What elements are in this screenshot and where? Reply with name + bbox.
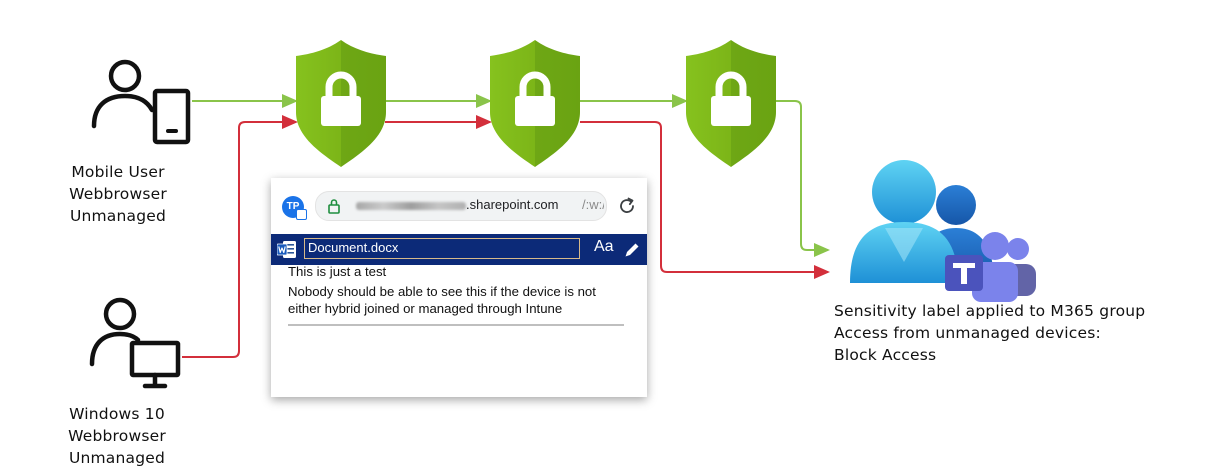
allowed-flow-lines — [192, 94, 830, 257]
windows-user-label-line-1: Windows 10 — [69, 405, 165, 423]
target-label: Sensitivity label applied to M365 group … — [834, 300, 1145, 366]
browser-address-row: TP .sharepoint.com /:w:/r/s — [271, 178, 647, 234]
target-label-line-3: Block Access — [834, 346, 937, 364]
target-label-line-1: Sensitivity label applied to M365 group — [834, 302, 1146, 320]
reload-icon[interactable] — [617, 196, 637, 216]
policy-shields — [296, 40, 776, 167]
shield-2-to-target-blocked — [580, 121, 830, 279]
document-line-3: either hybrid joined or managed through … — [288, 301, 563, 316]
word-toolbar: Document.docx Aa — [271, 234, 647, 265]
word-logo-icon — [277, 241, 296, 258]
font-size-button[interactable]: Aa — [594, 238, 614, 255]
windows-to-shield-1 — [182, 115, 298, 358]
mobile-user-icon — [91, 59, 191, 145]
lock-icon — [328, 199, 340, 214]
teams-group-icon — [850, 160, 1036, 302]
mobile-user-label-line-1: Mobile User — [71, 163, 165, 181]
url-path: /:w:/r/s — [582, 197, 604, 212]
browser-screenshot: TP .sharepoint.com /:w:/r/s Docum — [271, 178, 647, 397]
windows-user-label-line-3: Unmanaged — [68, 449, 166, 467]
lock-shield-icon — [490, 40, 580, 167]
document-line-1: This is just a test — [288, 264, 387, 279]
pencil-edit-icon[interactable] — [623, 241, 641, 259]
url-domain: .sharepoint.com — [466, 197, 559, 212]
windows-user-label: Windows 10 Webbrowser Unmanaged — [57, 403, 177, 469]
document-divider — [288, 324, 624, 326]
mobile-user-label: Mobile User Webbrowser Unmanaged — [58, 161, 178, 227]
shield-3-to-target — [775, 100, 830, 257]
profile-avatar[interactable]: TP — [282, 196, 307, 220]
mobile-user-label-line-3: Unmanaged — [69, 207, 167, 225]
desktop-user-icon — [89, 297, 181, 389]
lock-shield-icon — [296, 40, 386, 167]
avatar-lock-badge-icon — [296, 209, 307, 220]
windows-user-label-line-2: Webbrowser — [68, 427, 166, 445]
document-name-field[interactable]: Document.docx — [304, 238, 580, 259]
blocked-flow-lines — [182, 115, 830, 358]
lock-shield-icon — [686, 40, 776, 167]
document-line-2: Nobody should be able to see this if the… — [288, 284, 596, 299]
document-name: Document.docx — [308, 240, 399, 255]
profile-avatar-initials: TP — [286, 201, 300, 212]
address-bar[interactable]: .sharepoint.com /:w:/r/s — [315, 191, 607, 221]
mobile-user-label-line-2: Webbrowser — [69, 185, 167, 203]
url-redacted-segment — [356, 202, 466, 210]
document-body: This is just a test Nobody should be abl… — [271, 264, 647, 397]
target-label-line-2: Access from unmanaged devices: — [834, 324, 1101, 342]
